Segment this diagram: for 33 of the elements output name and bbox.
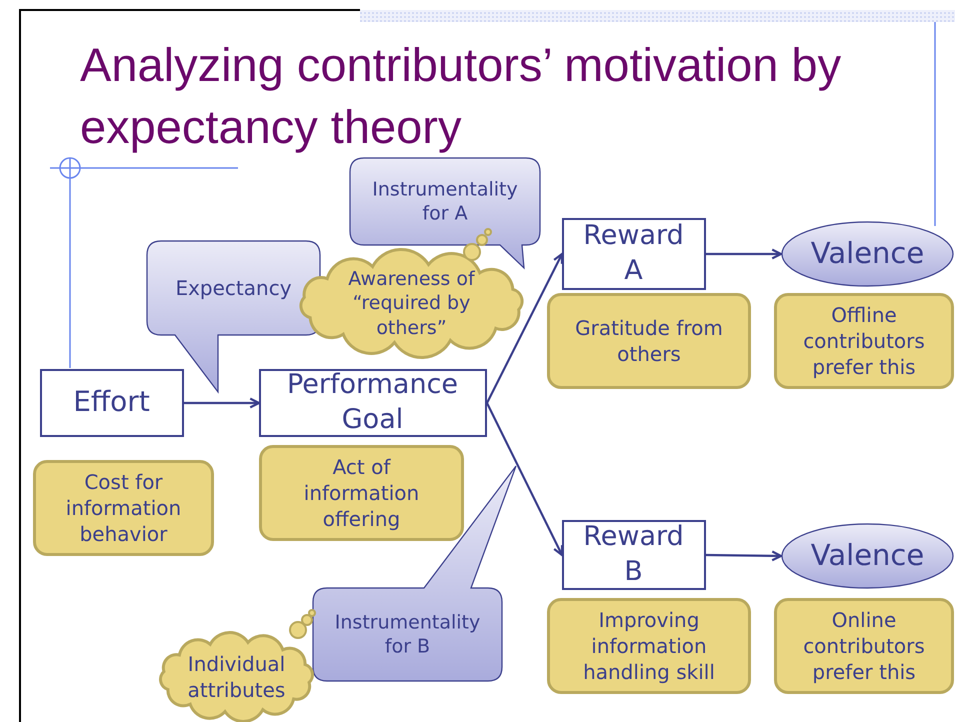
arrow bbox=[706, 248, 782, 260]
box-label: Effort bbox=[72, 384, 151, 420]
bubble-text: Instrumentality for A bbox=[371, 176, 519, 226]
arrow bbox=[486, 402, 564, 556]
cloud-text: Individual attributes bbox=[186, 651, 286, 703]
note-box bbox=[547, 598, 751, 694]
arrow bbox=[706, 550, 782, 562]
note-box bbox=[774, 598, 954, 694]
cloud-text: Awareness of “required by others” bbox=[347, 266, 476, 341]
note-box bbox=[259, 445, 464, 541]
note-text: Gratitude from others bbox=[574, 315, 724, 367]
process-box bbox=[259, 369, 487, 437]
process-box bbox=[562, 520, 706, 590]
note-text: Offline contributors prefer this bbox=[802, 302, 926, 380]
box-label: Reward B bbox=[582, 520, 685, 589]
bubble-text: Expectancy bbox=[174, 275, 293, 301]
arrow bbox=[184, 398, 260, 408]
note-box bbox=[33, 460, 214, 556]
note-text: Online contributors prefer this bbox=[802, 607, 926, 685]
note-text: Improving information handling skill bbox=[582, 607, 716, 685]
box-label: Reward A bbox=[582, 218, 685, 288]
process-box bbox=[40, 369, 184, 437]
note-box bbox=[547, 293, 751, 389]
arrow bbox=[486, 252, 564, 404]
ellipse-label: Valence bbox=[810, 235, 926, 272]
bubble-text: Instrumentality for B bbox=[334, 610, 482, 660]
note-box bbox=[774, 293, 954, 389]
process-box bbox=[562, 218, 706, 290]
ellipse-label: Valence bbox=[810, 537, 926, 574]
note-text: Act of information offering bbox=[302, 454, 420, 532]
box-label: Performance Goal bbox=[286, 368, 460, 437]
slide-title: Analyzing contributors’ motivation by expectancy theory bbox=[80, 37, 842, 155]
note-text: Cost for information behavior bbox=[64, 469, 182, 547]
